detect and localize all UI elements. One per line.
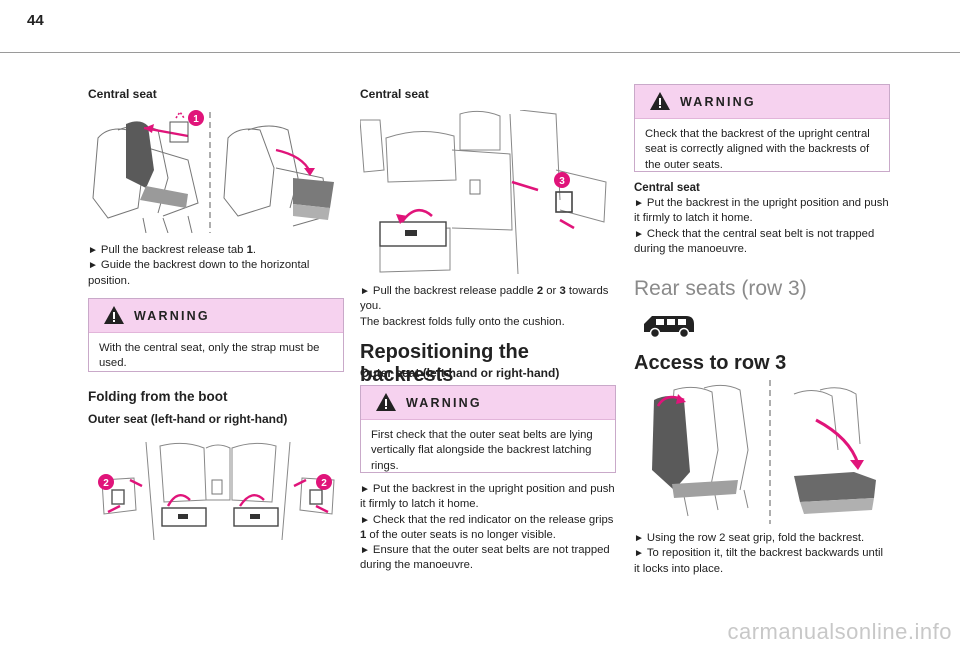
warning-triangle-icon bbox=[376, 393, 396, 411]
step-arrow: ► bbox=[360, 545, 370, 557]
step-text-mid: or bbox=[543, 285, 560, 297]
step-arrow: ► bbox=[634, 533, 644, 544]
page-number: 44 bbox=[27, 12, 44, 29]
step-bold: 2 bbox=[536, 285, 544, 297]
warning-text: With the central seat, only the strap mu… bbox=[99, 342, 320, 370]
step-bold: 3 bbox=[559, 285, 566, 297]
illustration-central-paddle: 3 bbox=[360, 110, 607, 275]
warning-text: Check that the backrest of the upright c… bbox=[645, 128, 870, 171]
step-item: ►Pull the backrest release paddle 2 or 3… bbox=[360, 284, 616, 315]
callout-badge-2-left-label: 2 bbox=[103, 478, 109, 489]
step-item: ►Using the row 2 seat grip, fold the bac… bbox=[634, 531, 890, 546]
warning-box-central: WARNING With the central seat, only the … bbox=[88, 298, 344, 372]
warning-box-outer-belts: WARNING First check that the outer seat … bbox=[360, 385, 616, 473]
step-item: ►Check that the central seat belt is not… bbox=[634, 227, 890, 258]
step-text: Check that the red indicator on the rele… bbox=[372, 513, 614, 526]
warning-triangle-icon bbox=[650, 92, 670, 110]
warning-triangle-icon bbox=[104, 306, 124, 324]
step-text-post: . bbox=[252, 244, 257, 256]
heading-access-row-3: Access to row 3 bbox=[634, 352, 787, 374]
step-text: Check that the central seat belt is not … bbox=[634, 227, 875, 255]
step-text: Pull the backrest release tab bbox=[100, 244, 247, 256]
step-text: Put the backrest in the upright position… bbox=[360, 483, 615, 511]
step-text: Guide the backrest down to the horizonta… bbox=[88, 259, 310, 287]
warning-title: WARNING bbox=[406, 396, 482, 410]
step-text: Pull the backrest release paddle bbox=[372, 285, 537, 297]
heading-repositioning-backrests: Repositioning the backrests bbox=[360, 341, 529, 386]
callout-badge-1-label: 1 bbox=[193, 114, 199, 125]
step-item: ►Put the backrest in the upright positio… bbox=[360, 482, 616, 513]
step-item: ►Put the backrest in the upright positio… bbox=[634, 196, 890, 227]
steps-access-row-3: ►Using the row 2 seat grip, fold the bac… bbox=[634, 531, 890, 577]
callout-badge-3-label: 3 bbox=[559, 176, 565, 187]
heading-central-seat: Central seat bbox=[88, 87, 157, 101]
step-text: Put the backrest in the upright position… bbox=[634, 197, 889, 225]
callout-badge-2-left bbox=[98, 474, 114, 490]
watermark: carmanualsonline.info bbox=[727, 619, 952, 644]
step-bold: 1 bbox=[246, 244, 253, 256]
heading-outer-seat-reposition: Outer seat (left-hand or right-hand) bbox=[360, 366, 560, 380]
illustration-central-seat-fold: 1 bbox=[92, 110, 334, 233]
top-rule bbox=[0, 52, 960, 53]
warning-header: WARNING bbox=[635, 85, 889, 119]
step-arrow: ► bbox=[360, 514, 370, 526]
van-icon bbox=[644, 316, 694, 339]
heading-central-seat-boot: Central seat bbox=[360, 87, 429, 101]
step-arrow: ► bbox=[360, 286, 370, 297]
step-text: Using the row 2 seat grip, fold the back… bbox=[646, 532, 865, 544]
warning-title: WARNING bbox=[680, 95, 756, 109]
warning-title: WARNING bbox=[134, 309, 210, 323]
steps-reposition: ►Put the backrest in the upright positio… bbox=[360, 482, 616, 574]
callout-badge-2-right bbox=[316, 474, 332, 490]
steps-central-reposition: ►Put the backrest in the upright positio… bbox=[634, 196, 890, 257]
warning-box-central-align: WARNING Check that the backrest of the u… bbox=[634, 84, 890, 172]
step-item: ►Pull the backrest release tab 1. bbox=[88, 243, 344, 258]
step-text-post: towards you. bbox=[360, 285, 609, 313]
step-arrow: ► bbox=[634, 198, 644, 209]
step-arrow: ► bbox=[634, 548, 644, 560]
step-arrow: ► bbox=[634, 228, 644, 240]
warning-header: WARNING bbox=[361, 386, 615, 420]
section-title-rear-seats: Rear seats (row 3) bbox=[634, 277, 807, 300]
illustration-access-row-3 bbox=[652, 380, 876, 524]
step-bold: 1 bbox=[360, 528, 367, 541]
steps-central-seat: ►Pull the backrest release tab 1. ►Guide… bbox=[88, 243, 344, 289]
step-item: ►Ensure that the outer seat belts are no… bbox=[360, 543, 616, 574]
step-item: ►To reposition it, tilt the backrest bac… bbox=[634, 546, 890, 577]
warning-text: First check that the outer seat belts ar… bbox=[371, 429, 593, 472]
illustration-boot-fold: 2 2 bbox=[98, 441, 335, 541]
step-item: ►Guide the backrest down to the horizont… bbox=[88, 258, 344, 289]
step-text: Ensure that the outer seat belts are not… bbox=[360, 544, 610, 572]
line-folds: The backrest folds fully onto the cushio… bbox=[360, 315, 565, 328]
heading-central-seat-reposition: Central seat bbox=[634, 182, 700, 194]
heading-outer-seat: Outer seat (left-hand or right-hand) bbox=[88, 412, 288, 426]
callout-badge-2-right-label: 2 bbox=[321, 478, 327, 489]
step-arrow: ► bbox=[360, 484, 370, 495]
step-item: ►Check that the red indicator on the rel… bbox=[360, 513, 616, 544]
step-text-post: of the outer seats is no longer visible. bbox=[366, 528, 556, 541]
callout-badge-3 bbox=[554, 172, 570, 188]
steps-central-boot: ►Pull the backrest release paddle 2 or 3… bbox=[360, 284, 616, 330]
callout-badge-1 bbox=[188, 110, 204, 126]
warning-header: WARNING bbox=[89, 299, 343, 333]
step-arrow: ► bbox=[88, 260, 98, 272]
step-arrow: ► bbox=[88, 245, 98, 256]
heading-folding-from-boot: Folding from the boot bbox=[88, 389, 228, 404]
step-text: To reposition it, tilt the backrest back… bbox=[634, 547, 883, 575]
